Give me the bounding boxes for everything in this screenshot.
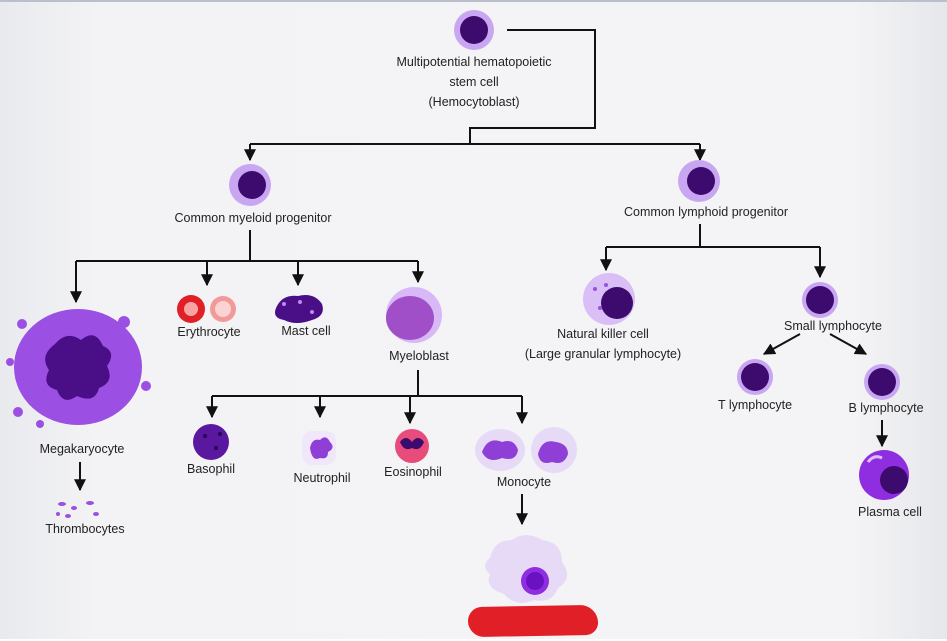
b-lymphocyte-image bbox=[864, 364, 900, 400]
eosinophil-label: Eosinophil bbox=[384, 465, 442, 479]
small-lymphocyte-label: Small lymphocyte bbox=[784, 319, 882, 333]
stem-cell-label-line-1: Multipotential hematopoietic bbox=[396, 55, 552, 69]
redaction-mark bbox=[467, 604, 599, 638]
nk-cell-label: Natural killer cell (Large granular lymp… bbox=[498, 324, 708, 364]
plasma-cell-image bbox=[859, 450, 909, 500]
plasma-cell-label: Plasma cell bbox=[858, 505, 922, 519]
t-lymphocyte-image bbox=[737, 359, 773, 395]
macrophage-image bbox=[485, 535, 568, 603]
nk-cell-label-line-1: Natural killer cell bbox=[557, 327, 649, 341]
erythrocyte-label: Erythrocyte bbox=[177, 325, 241, 339]
mast-cell-label: Mast cell bbox=[281, 324, 331, 338]
monocyte-label: Monocyte bbox=[496, 475, 552, 489]
thrombocytes-image bbox=[56, 501, 99, 518]
megakaryocyte-label: Megakaryocyte bbox=[39, 442, 125, 456]
arrow-to-t-lymphocyte bbox=[762, 333, 801, 355]
neutrophil-image bbox=[302, 431, 336, 465]
myeloblast-image bbox=[386, 287, 442, 343]
monocyte-image bbox=[475, 427, 577, 473]
basophil-label: Basophil bbox=[187, 462, 235, 476]
stem-cell-image bbox=[454, 10, 494, 50]
b-lymphocyte-label: B lymphocyte bbox=[848, 401, 924, 415]
arrow-to-b-lymphocyte bbox=[829, 333, 868, 355]
stem-connector bbox=[469, 29, 596, 144]
thrombocytes-label: Thrombocytes bbox=[45, 522, 125, 536]
lymphoid-progenitor-label: Common lymphoid progenitor bbox=[624, 205, 788, 219]
lymphoid-progenitor-image bbox=[678, 160, 720, 202]
myeloblast-label: Myeloblast bbox=[389, 349, 449, 363]
basophil-image bbox=[193, 424, 229, 460]
eosinophil-image bbox=[395, 429, 429, 463]
myeloid-progenitor-label: Common myeloid progenitor bbox=[174, 211, 332, 225]
myeloid-progenitor-image bbox=[229, 164, 271, 206]
erythrocyte-image bbox=[177, 295, 236, 323]
stem-cell-label: Multipotential hematopoietic stem cell (… bbox=[374, 52, 574, 112]
t-lymphocyte-label: T lymphocyte bbox=[717, 398, 793, 412]
nk-cell-label-line-2: (Large granular lymphocyte) bbox=[524, 347, 682, 361]
small-lymphocyte-image bbox=[802, 282, 838, 318]
stem-cell-label-line-3: (Hemocytoblast) bbox=[428, 95, 520, 109]
neutrophil-label: Neutrophil bbox=[293, 471, 351, 485]
mast-cell-image bbox=[275, 295, 323, 323]
nk-cell-image bbox=[583, 273, 635, 325]
megakaryocyte-image bbox=[6, 309, 151, 428]
stem-cell-label-line-2: stem cell bbox=[449, 75, 499, 89]
